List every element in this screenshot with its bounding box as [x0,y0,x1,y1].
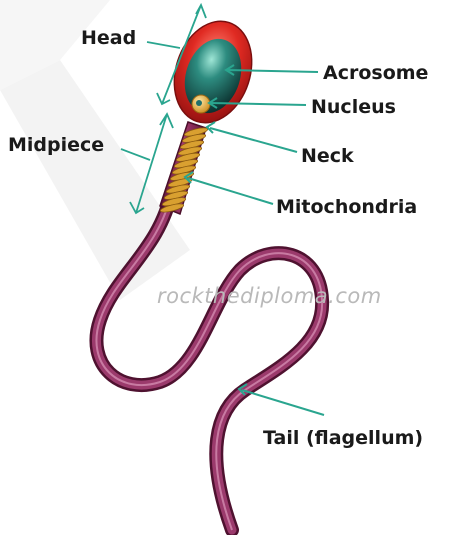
midpiece-bracket [129,112,174,215]
mitochondria-pointer-head [183,171,194,184]
brackets [120,2,207,215]
tail-pointer [241,389,325,416]
label-pointers [183,64,325,416]
label-tail-flagellum: Tail (flagellum) [263,427,424,449]
nucleus-shape [184,38,242,114]
label-acrosome: Acrosome [323,62,429,84]
label-neck: Neck [301,145,354,167]
watermark: rockthediploma.com [157,284,382,308]
label-midpiece: Midpiece [8,134,105,156]
tail-pointer-head [237,383,248,396]
background-shape [0,0,190,300]
mitochondria-coils [159,127,209,213]
label-mitochondria: Mitochondria [276,196,418,218]
nucleus-pointer [210,102,307,106]
neck-pointer-head [205,121,216,134]
label-head: Head [81,27,137,49]
nucleus-pointer-head [207,97,218,109]
neck-pointer [209,127,298,153]
head-bracket [156,2,207,106]
mitochondria-pointer [187,177,274,205]
mitochondrion-coil [159,203,185,213]
head-bracket-connector [146,41,181,49]
midpiece-bracket-connector [120,148,151,161]
sperm-head [173,20,253,124]
acrosome-pointer-head [224,64,235,76]
acrosome-pointer [227,69,319,73]
label-nucleus: Nucleus [311,96,396,118]
